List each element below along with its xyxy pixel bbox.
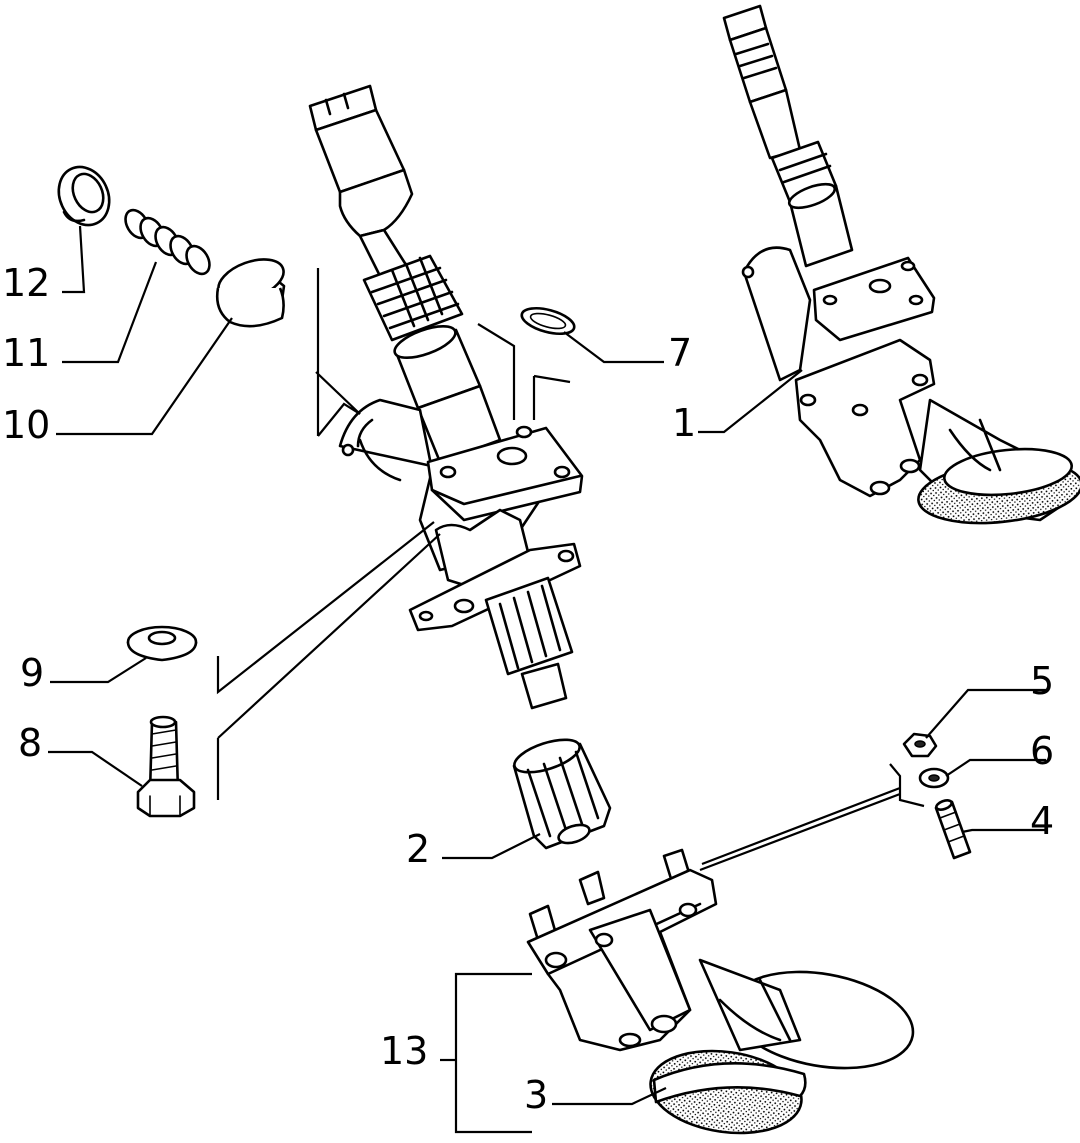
callout-3: 3 xyxy=(524,1073,548,1117)
gear-rotor-part-2 xyxy=(512,738,612,850)
callout-2: 2 xyxy=(406,827,430,871)
callout-5: 5 xyxy=(1030,659,1054,703)
callout-8: 8 xyxy=(18,721,42,765)
leader-lines xyxy=(48,225,1048,1134)
pump-shaft-assembly-center xyxy=(308,84,584,710)
callout-10: 10 xyxy=(2,403,50,447)
callout-7: 7 xyxy=(668,331,692,375)
callout-13: 13 xyxy=(380,1029,428,1073)
callout-11: 11 xyxy=(2,331,50,375)
pump-body-part-13 xyxy=(526,848,915,1135)
gasket-ring-part-7 xyxy=(520,306,576,336)
spring-part-11 xyxy=(124,208,211,276)
stud-part-4 xyxy=(934,799,972,860)
assembled-oil-pump-part-1 xyxy=(722,4,1080,525)
callout-12: 12 xyxy=(2,261,50,305)
callout-1: 1 xyxy=(672,401,696,445)
bolt-part-8 xyxy=(136,715,196,818)
callout-9: 9 xyxy=(20,651,44,695)
callout-4: 4 xyxy=(1030,799,1054,843)
valve-cup-part-10 xyxy=(215,258,286,328)
lock-washer-part-6 xyxy=(918,767,950,789)
seal-ring-part-12 xyxy=(57,165,111,227)
washer-part-9 xyxy=(126,625,198,662)
callout-labels: 12 11 10 7 1 9 8 5 6 4 2 13 3 xyxy=(2,261,1054,1117)
nut-part-5 xyxy=(902,732,938,758)
callout-6: 6 xyxy=(1030,729,1054,773)
